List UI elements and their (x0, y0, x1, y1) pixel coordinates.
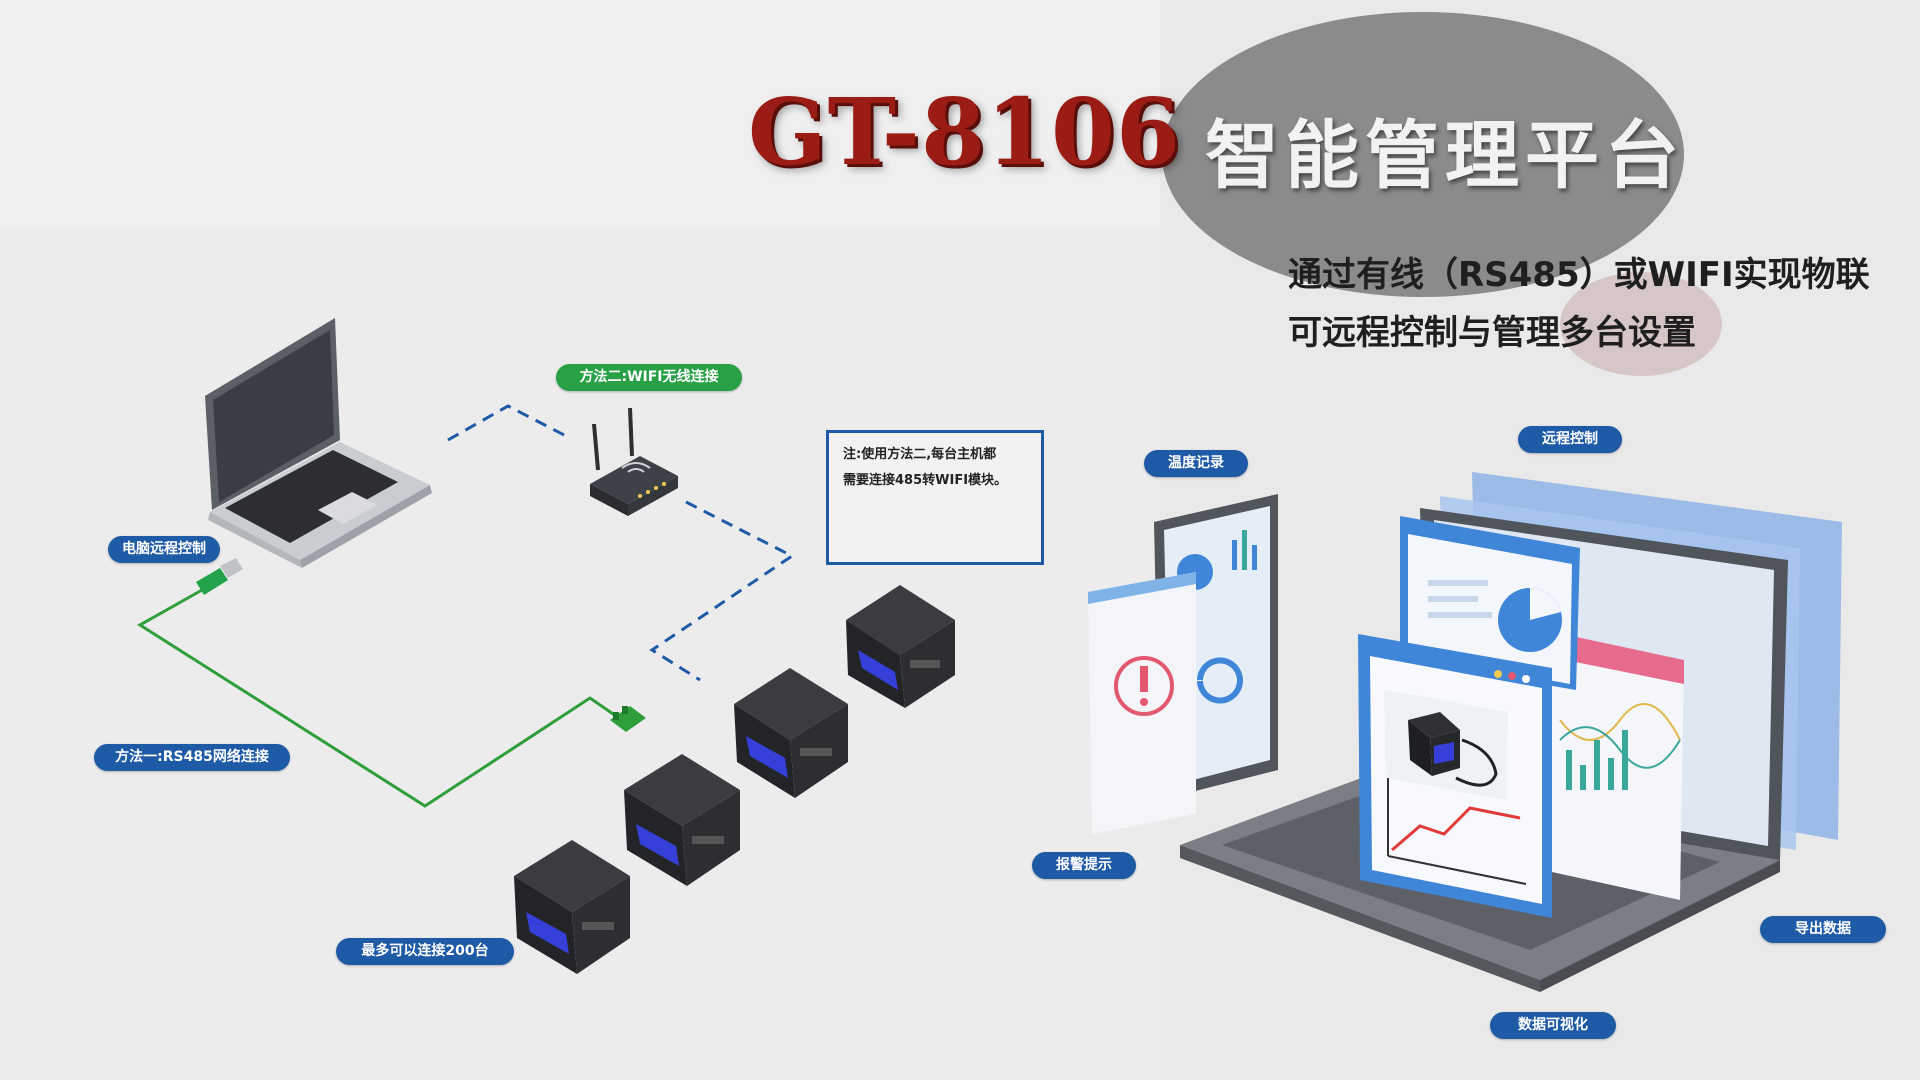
label-alarm-prompt: 报警提示 (1032, 852, 1136, 879)
subtitle-line-1: 通过有线（RS485）或WIFI实现物联 (1288, 255, 1870, 295)
label-remote-control: 远程控制 (1518, 426, 1622, 453)
platform-title: 智能管理平台 (1205, 113, 1685, 199)
label-export-data: 导出数据 (1760, 916, 1886, 943)
soldering-unit-2 (734, 668, 848, 798)
usb-adapter-icon (196, 558, 243, 595)
label-data-visualization: 数据可视化 (1490, 1012, 1616, 1039)
note-line-1: 注:使用方法二,每台主机都 (843, 447, 997, 462)
label-method-two-wifi: 方法二:WIFI无线连接 (556, 364, 742, 391)
terminal-connector-icon (610, 706, 646, 732)
soldering-unit-4 (514, 840, 630, 974)
label-method-one-rs485: 方法一:RS485网络连接 (94, 744, 290, 771)
soldering-station-icon (1358, 634, 1552, 918)
accent-ellipse (1560, 272, 1722, 376)
subtitle-line-2: 可远程控制与管理多台设置 (1288, 313, 1696, 353)
soldering-unit-1 (846, 585, 955, 708)
label-temperature-log: 温度记录 (1144, 450, 1248, 477)
wifi-link-router-devices (649, 500, 795, 682)
wifi-note-box: 注:使用方法二,每台主机都 需要连接485转WIFI模块。 (826, 430, 1044, 565)
label-pc-remote-control: 电脑远程控制 (108, 536, 220, 563)
soldering-unit-3 (624, 754, 740, 886)
rs485-cable (137, 588, 617, 808)
router-icon (590, 407, 678, 516)
title-ellipse (1162, 12, 1684, 297)
label-max-connect: 最多可以连接200台 (336, 938, 514, 965)
note-line-2: 需要连接485转WIFI模块。 (843, 473, 1008, 488)
product-title: GT-8106 (748, 78, 1182, 186)
wifi-link-laptop-router (447, 404, 571, 442)
alert-icon (1088, 572, 1196, 834)
laptop-icon (205, 318, 432, 568)
